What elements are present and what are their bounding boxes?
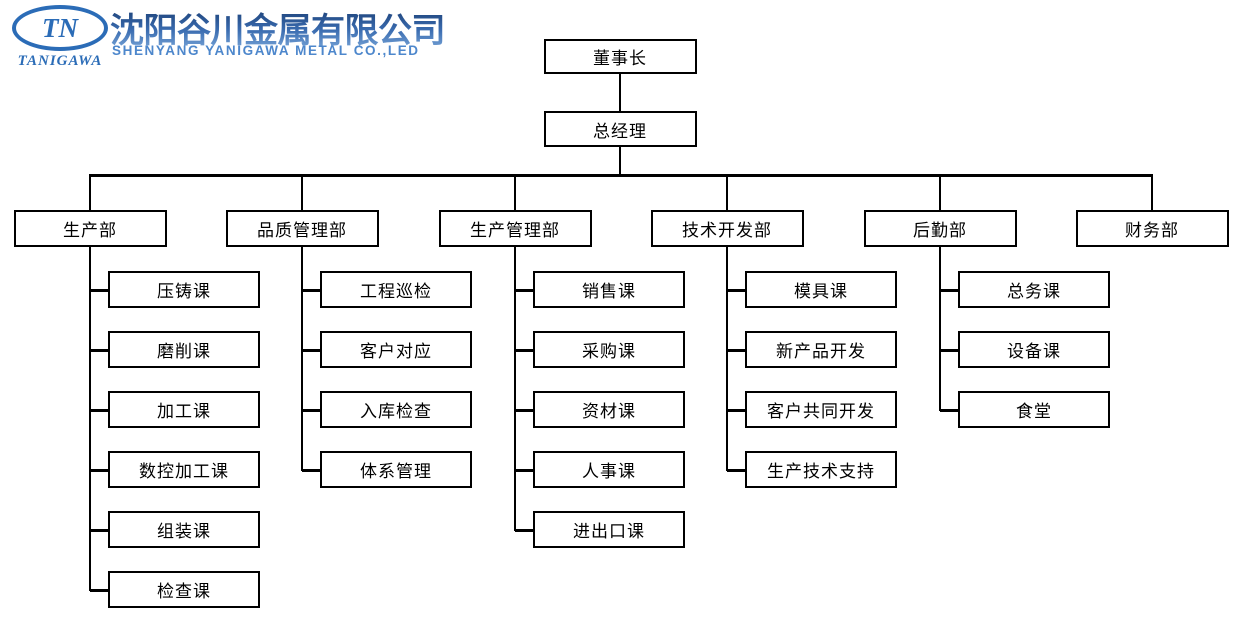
connector-trunk xyxy=(939,247,941,411)
connector-line xyxy=(619,147,621,174)
connector-stub xyxy=(515,349,534,352)
node-department: 后勤部 xyxy=(863,210,1017,247)
connector-stub xyxy=(940,349,959,352)
company-name-en: SHENYANG YANIGAWA METAL CO.,LED xyxy=(112,43,420,58)
connector-stub xyxy=(727,409,746,412)
node-unit: 检查课 xyxy=(108,571,260,608)
node-unit: 总务课 xyxy=(958,271,1110,308)
node-department: 生产部 xyxy=(13,210,167,247)
node-unit: 压铸课 xyxy=(108,271,260,308)
connector-stub xyxy=(515,289,534,292)
node-unit: 生产技术支持 xyxy=(745,451,897,488)
node-unit: 模具课 xyxy=(745,271,897,308)
connector-stub xyxy=(90,349,109,352)
connector-stub xyxy=(515,469,534,472)
connector-line xyxy=(514,174,516,210)
tanigawa-logo: TN TANIGAWA xyxy=(8,5,112,70)
node-unit: 进出口课 xyxy=(533,511,685,548)
connector-stub xyxy=(90,409,109,412)
node-unit: 客户共同开发 xyxy=(745,391,897,428)
connector-stub xyxy=(90,289,109,292)
connector-stub xyxy=(940,289,959,292)
node-unit: 资材课 xyxy=(533,391,685,428)
node-unit: 加工课 xyxy=(108,391,260,428)
node-unit: 体系管理 xyxy=(320,451,472,488)
connector-stub xyxy=(940,409,959,412)
connector-line xyxy=(1151,174,1153,210)
node-unit: 食堂 xyxy=(958,391,1110,428)
node-chairman: 董事长 xyxy=(543,39,697,74)
connector-stub xyxy=(727,469,746,472)
connector-stub xyxy=(90,589,109,592)
connector-line xyxy=(89,174,91,210)
connector-stub xyxy=(90,529,109,532)
connector-line xyxy=(726,174,728,210)
connector-stub xyxy=(515,409,534,412)
connector-trunk xyxy=(89,247,91,591)
logo-oval-icon: TN xyxy=(12,5,108,51)
connector-line xyxy=(619,74,621,111)
connector-stub xyxy=(302,349,321,352)
node-unit: 新产品开发 xyxy=(745,331,897,368)
node-department: 财务部 xyxy=(1075,210,1229,247)
connector-trunk xyxy=(726,247,728,471)
connector-stub xyxy=(302,409,321,412)
node-unit: 组装课 xyxy=(108,511,260,548)
node-department: 品质管理部 xyxy=(225,210,379,247)
connector-stub xyxy=(302,469,321,472)
logo-brand-name: TANIGAWA xyxy=(17,53,103,69)
connector-stub xyxy=(90,469,109,472)
node-unit: 入库检查 xyxy=(320,391,472,428)
node-unit: 客户对应 xyxy=(320,331,472,368)
connector-stub xyxy=(302,289,321,292)
node-unit: 采购课 xyxy=(533,331,685,368)
node-general-manager: 总经理 xyxy=(543,111,697,147)
node-unit: 人事课 xyxy=(533,451,685,488)
node-unit: 数控加工课 xyxy=(108,451,260,488)
company-name-zh: 沈阳谷川金属有限公司 xyxy=(110,3,446,52)
node-unit: 销售课 xyxy=(533,271,685,308)
connector-trunk xyxy=(301,247,303,471)
connector-line xyxy=(939,174,941,210)
connector-line xyxy=(301,174,303,210)
connector-stub xyxy=(515,529,534,532)
connector-stub xyxy=(727,349,746,352)
node-unit: 工程巡检 xyxy=(320,271,472,308)
connector-bus xyxy=(89,174,1153,177)
node-department: 生产管理部 xyxy=(438,210,592,247)
node-unit: 设备课 xyxy=(958,331,1110,368)
connector-stub xyxy=(727,289,746,292)
connector-trunk xyxy=(514,247,516,531)
node-department: 技术开发部 xyxy=(650,210,804,247)
node-unit: 磨削课 xyxy=(108,331,260,368)
logo-monogram: TN xyxy=(42,12,78,43)
